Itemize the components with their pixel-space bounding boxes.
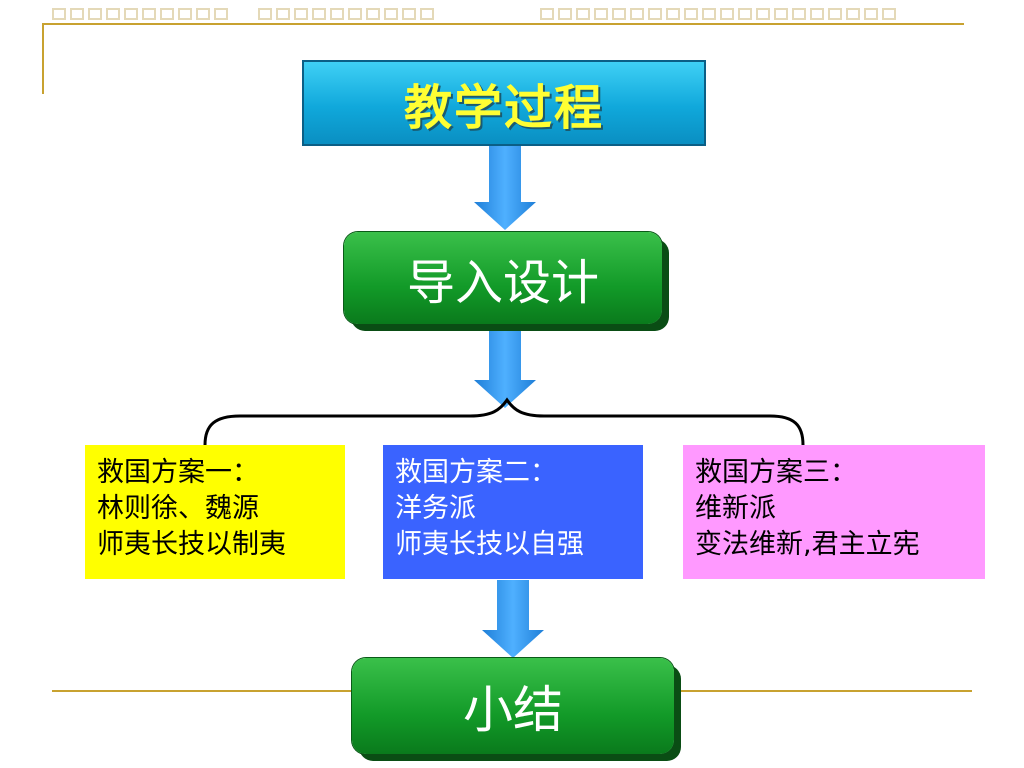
down-arrow-icon — [474, 146, 536, 230]
header-garbled-text — [540, 8, 896, 26]
header-garbled-text — [52, 8, 228, 26]
title-box: 教学过程 — [302, 60, 706, 146]
intro-design-button[interactable]: 导入设计 — [344, 232, 662, 324]
scheme-policy: 变法维新,君主立宪 — [695, 529, 920, 560]
scheme-group: 林则徐、魏源 — [97, 493, 259, 524]
down-arrow-icon — [482, 580, 544, 658]
down-arrow-icon — [474, 324, 536, 408]
scheme-group: 洋务派 — [395, 493, 476, 524]
scheme-two-box: 救国方案二： 洋务派 师夷长技以自强 — [383, 445, 643, 579]
frame-left-line — [42, 23, 44, 94]
header-garbled-text — [258, 8, 434, 26]
scheme-policy: 师夷长技以自强 — [395, 529, 584, 560]
scheme-heading: 救国方案三： — [695, 457, 857, 488]
page-title: 教学过程 — [403, 80, 604, 136]
intro-design-label: 导入设计 — [406, 255, 599, 311]
scheme-three-box: 救国方案三： 维新派 变法维新,君主立宪 — [683, 445, 985, 579]
frame-top-line — [42, 23, 964, 25]
summary-button[interactable]: 小结 — [352, 658, 674, 754]
scheme-heading: 救国方案二： — [395, 457, 557, 488]
scheme-policy: 师夷长技以制夷 — [97, 529, 286, 560]
branch-brace — [203, 397, 805, 446]
scheme-one-box: 救国方案一： 林则徐、魏源 师夷长技以制夷 — [85, 445, 345, 579]
scheme-group: 维新派 — [695, 493, 776, 524]
scheme-heading: 救国方案一： — [97, 457, 259, 488]
summary-label: 小结 — [463, 681, 563, 739]
